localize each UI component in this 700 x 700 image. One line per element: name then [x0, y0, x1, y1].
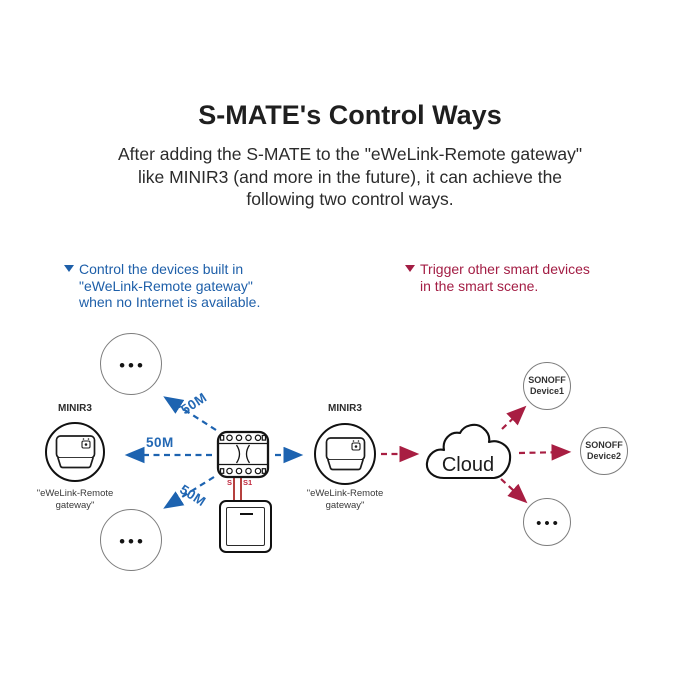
triangle-down-icon [405, 265, 415, 272]
page-title: S-MATE's Control Ways [198, 100, 502, 130]
range-label-bottom: 50M [177, 481, 209, 510]
wall-switch [219, 500, 272, 553]
minir3-device-icon [325, 436, 365, 470]
node-gateway-left [45, 422, 105, 482]
triangle-down-icon [64, 265, 74, 272]
arrow-cloud-to-device2 [518, 444, 572, 461]
ellipsis-icon: ••• [119, 355, 146, 375]
annotation-scene-trigger: Trigger other smart devices in the smart… [405, 261, 615, 294]
node-sonoff-device1: SONOFF Device1 [523, 362, 571, 410]
gateway-right-caption: "eWeLink-Remote gateway" [306, 488, 384, 511]
ellipsis-icon: ••• [119, 531, 146, 551]
cloud-label: Cloud [442, 454, 494, 476]
wall-switch-indicator [240, 513, 253, 516]
node-others-right: ••• [523, 498, 571, 546]
node-gateway-right [314, 423, 376, 485]
node-sonoff-device2: SONOFF Device2 [580, 427, 628, 475]
gateway-left-label: MINIR3 [58, 403, 92, 414]
cloud-shape: Cloud [425, 423, 512, 480]
node-others-top-left: ••• [100, 333, 162, 395]
node-others-bottom-left: ••• [100, 509, 162, 571]
ellipsis-icon: ••• [536, 514, 561, 532]
annotation-local-control: Control the devices built in "eWeLink-Re… [64, 261, 284, 311]
device1-label: SONOFF Device1 [528, 375, 566, 396]
gateway-right-label: MINIR3 [328, 403, 362, 414]
device2-label: SONOFF Device2 [585, 440, 623, 461]
smate-module-icon [216, 430, 270, 479]
range-label-mid: 50M [146, 435, 174, 450]
annotation-scene-trigger-text: Trigger other smart devices in the smart… [420, 261, 590, 294]
minir3-device-icon [55, 434, 95, 468]
range-label-top: 50M [178, 389, 210, 418]
terminal-s-label: S [227, 478, 233, 487]
annotation-local-control-text: Control the devices built in "eWeLink-Re… [79, 261, 261, 310]
gateway-left-caption: "eWeLink-Remote gateway" [36, 488, 114, 511]
page-subtitle: After adding the S-MATE to the "eWeLink-… [117, 144, 583, 209]
terminal-s1-label: S1 [243, 478, 253, 487]
